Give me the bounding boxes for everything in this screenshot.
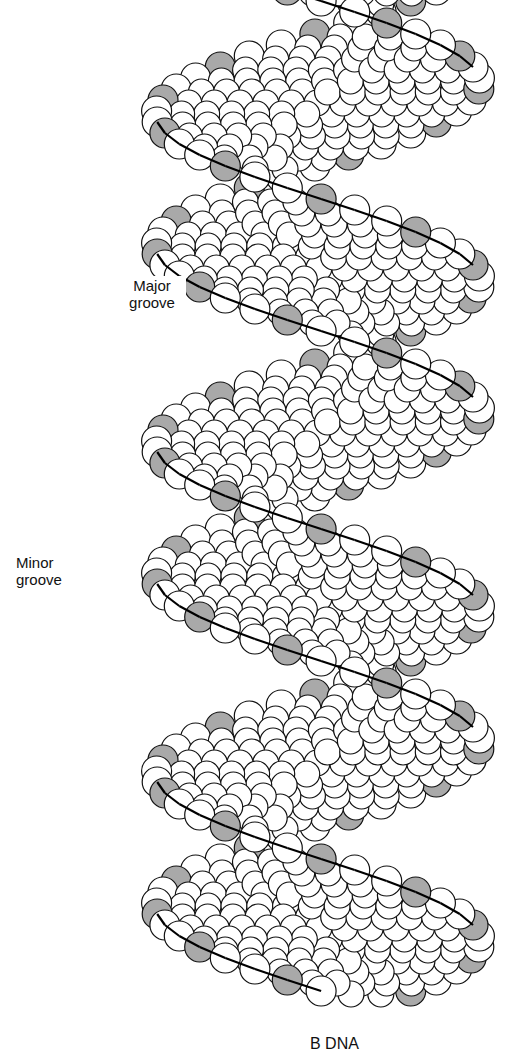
backbone-line <box>165 463 179 474</box>
backbone-line <box>165 265 179 276</box>
atom-sphere <box>340 0 370 27</box>
groove-label: Minor groove <box>14 553 82 589</box>
backbone-line <box>200 617 226 628</box>
backbone-line <box>387 683 416 694</box>
backbone-line <box>255 507 287 518</box>
backbone-line <box>225 628 255 639</box>
backbone-line <box>255 969 287 980</box>
backbone-line <box>255 639 287 650</box>
backbone-line <box>440 375 459 386</box>
atom-sphere <box>294 431 320 457</box>
backbone-line <box>179 606 199 617</box>
backbone-line <box>287 0 321 1</box>
backbone-line <box>287 848 321 859</box>
phosphate-sphere <box>272 0 302 5</box>
backbone-line <box>287 188 321 199</box>
backbone-line <box>287 320 321 331</box>
backbone-line <box>460 584 473 595</box>
backbone-lines <box>157 0 473 991</box>
atom-sphere <box>399 0 425 6</box>
backbone-line <box>460 386 473 397</box>
atom-sphere <box>315 409 341 435</box>
backbone-line <box>255 177 287 188</box>
backbone-line <box>355 870 387 881</box>
backbone-line <box>321 859 355 870</box>
backbone-line <box>179 936 199 947</box>
backbone-line <box>355 210 387 221</box>
backbone-line <box>416 892 441 903</box>
backbone-line <box>387 23 416 34</box>
backbone-line <box>255 309 287 320</box>
backbone-line <box>165 595 179 606</box>
backbone-line <box>387 881 416 892</box>
backbone-line <box>440 903 459 914</box>
backbone-line <box>440 45 459 56</box>
backbone-line <box>225 496 255 507</box>
backbone-line <box>179 804 199 815</box>
backbone-line <box>225 166 255 177</box>
backbone-line <box>416 34 441 45</box>
backbone-line <box>387 221 416 232</box>
backbone-line <box>355 12 387 23</box>
backbone-line <box>321 1 355 12</box>
backbone-line <box>460 716 473 727</box>
groove-label: Major groove <box>118 276 186 312</box>
backbone-line <box>157 584 165 595</box>
backbone-line <box>460 254 473 265</box>
backbone-line <box>179 144 199 155</box>
helix-spheres <box>142 0 495 1007</box>
backbone-line <box>387 551 416 562</box>
backbone-line <box>321 199 355 210</box>
backbone-line <box>387 353 416 364</box>
backbone-line <box>200 155 226 166</box>
backbone-line <box>416 562 441 573</box>
backbone-line <box>440 243 459 254</box>
backbone-line <box>321 661 355 672</box>
backbone-line <box>321 331 355 342</box>
backbone-line <box>225 298 255 309</box>
backbone-line <box>165 925 179 936</box>
atom-sphere <box>294 761 320 787</box>
backbone-line <box>287 980 321 991</box>
backbone-line <box>460 56 473 67</box>
backbone-line <box>460 914 473 925</box>
atom-sphere <box>315 79 341 105</box>
atom-sphere <box>421 0 451 5</box>
backbone-line <box>440 705 459 716</box>
backbone-line <box>255 837 287 848</box>
backbone-line <box>157 452 165 463</box>
backbone-line <box>200 287 226 298</box>
backbone-line <box>225 826 255 837</box>
backbone-line <box>355 342 387 353</box>
backbone-line <box>225 958 255 969</box>
backbone-line <box>157 782 165 793</box>
atom-sphere <box>306 0 336 16</box>
backbone-line <box>157 254 165 265</box>
backbone-line <box>287 518 321 529</box>
backbone-line <box>416 232 441 243</box>
atom-sphere <box>315 739 341 765</box>
atom-sphere <box>374 0 400 6</box>
atom-sphere <box>294 101 320 127</box>
backbone-line <box>355 672 387 683</box>
backbone-line <box>355 540 387 551</box>
backbone-line <box>157 122 165 133</box>
backbone-line <box>200 485 226 496</box>
backbone-line <box>416 364 441 375</box>
backbone-line <box>287 650 321 661</box>
backbone-line <box>165 793 179 804</box>
backbone-line <box>200 815 226 826</box>
backbone-line <box>157 914 165 925</box>
figure-caption: B DNA <box>308 1034 361 1053</box>
backbone-line <box>179 474 199 485</box>
backbone-line <box>200 947 226 958</box>
backbone-line <box>321 529 355 540</box>
backbone-line <box>416 694 441 705</box>
backbone-line <box>165 133 179 144</box>
backbone-line <box>440 573 459 584</box>
